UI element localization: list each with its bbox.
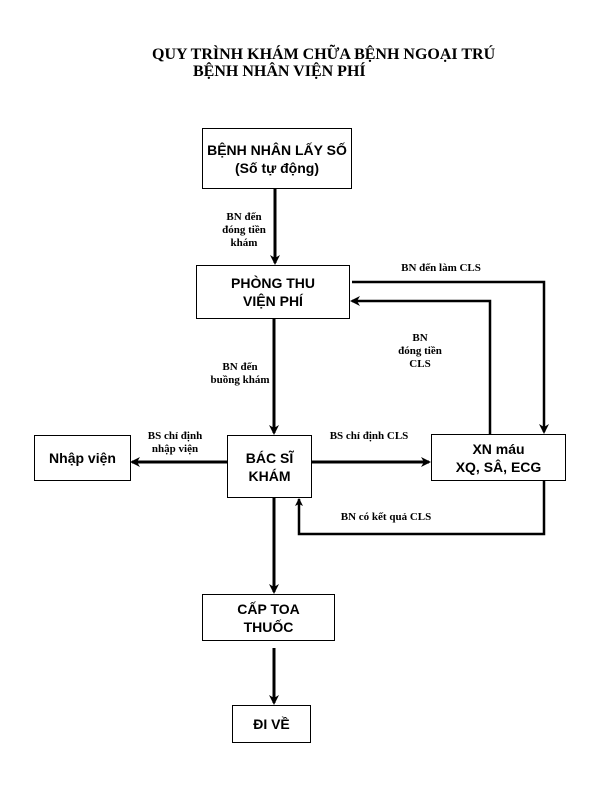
node-bac-si-kham-line-2: KHÁM bbox=[248, 467, 291, 484]
edge-label-ket-qua-cls: BN có kết quả CLS bbox=[340, 511, 432, 523]
node-lay-so-line-2: (Số tự động) bbox=[235, 159, 319, 176]
node-thu-vien-phi-line-1: PHÒNG THU bbox=[231, 275, 315, 291]
node-xet-nghiem: XN máu XQ, SÂ, ECG bbox=[431, 434, 566, 481]
node-lay-so: BỆNH NHÂN LẤY SỐ (Số tự động) bbox=[202, 128, 352, 189]
node-di-ve-line-1: ĐI VỀ bbox=[253, 716, 290, 732]
diagram-title-line-1: QUY TRÌNH KHÁM CHỮA BỆNH NGOẠI TRÚ bbox=[152, 46, 496, 63]
arrow-thu-vien-phi-to-xet-nghiem bbox=[352, 280, 549, 434]
edge-label-dong-tien-cls: BN đóng tiền CLS bbox=[398, 332, 442, 370]
node-lay-so-line-1: BỆNH NHÂN LẤY SỐ bbox=[207, 141, 347, 158]
edge-label-chi-dinh-nhap-vien: BS chỉ định nhập viện bbox=[147, 430, 203, 455]
node-cap-toa: CẤP TOA THUỐC bbox=[202, 594, 335, 641]
edge-label-den-lam-cls: BN đến làm CLS bbox=[401, 262, 481, 274]
node-nhap-vien: Nhập viện bbox=[34, 435, 131, 481]
edge-label-dong-tien-kham: BN đến đóng tiền khám bbox=[222, 211, 266, 249]
node-nhap-vien-line-1: Nhập viện bbox=[49, 450, 116, 466]
edge-label-chi-dinh-cls: BS chỉ định CLS bbox=[329, 430, 409, 442]
node-thu-vien-phi: PHÒNG THU VIỆN PHÍ bbox=[196, 265, 350, 319]
arrow-xet-nghiem-to-thu-vien-phi bbox=[350, 296, 492, 434]
edge-label-den-buong-kham: BN đến buồng khám bbox=[210, 361, 270, 386]
arrow-xet-nghiem-to-bac-si bbox=[295, 480, 546, 536]
node-xet-nghiem-line-2: XQ, SÂ, ECG bbox=[455, 458, 542, 475]
node-bac-si-kham-line-1: BÁC SĨ bbox=[245, 449, 294, 466]
node-cap-toa-line-2: THUỐC bbox=[243, 618, 294, 635]
diagram-title-line-2: BỆNH NHÂN VIỆN PHÍ bbox=[193, 63, 366, 80]
node-xet-nghiem-line-1: XN máu bbox=[472, 440, 525, 457]
node-thu-vien-phi-line-2: VIỆN PHÍ bbox=[243, 293, 303, 309]
node-bac-si-kham: BÁC SĨ KHÁM bbox=[227, 435, 312, 498]
node-di-ve: ĐI VỀ bbox=[232, 705, 311, 743]
node-cap-toa-line-1: CẤP TOA bbox=[237, 600, 300, 617]
